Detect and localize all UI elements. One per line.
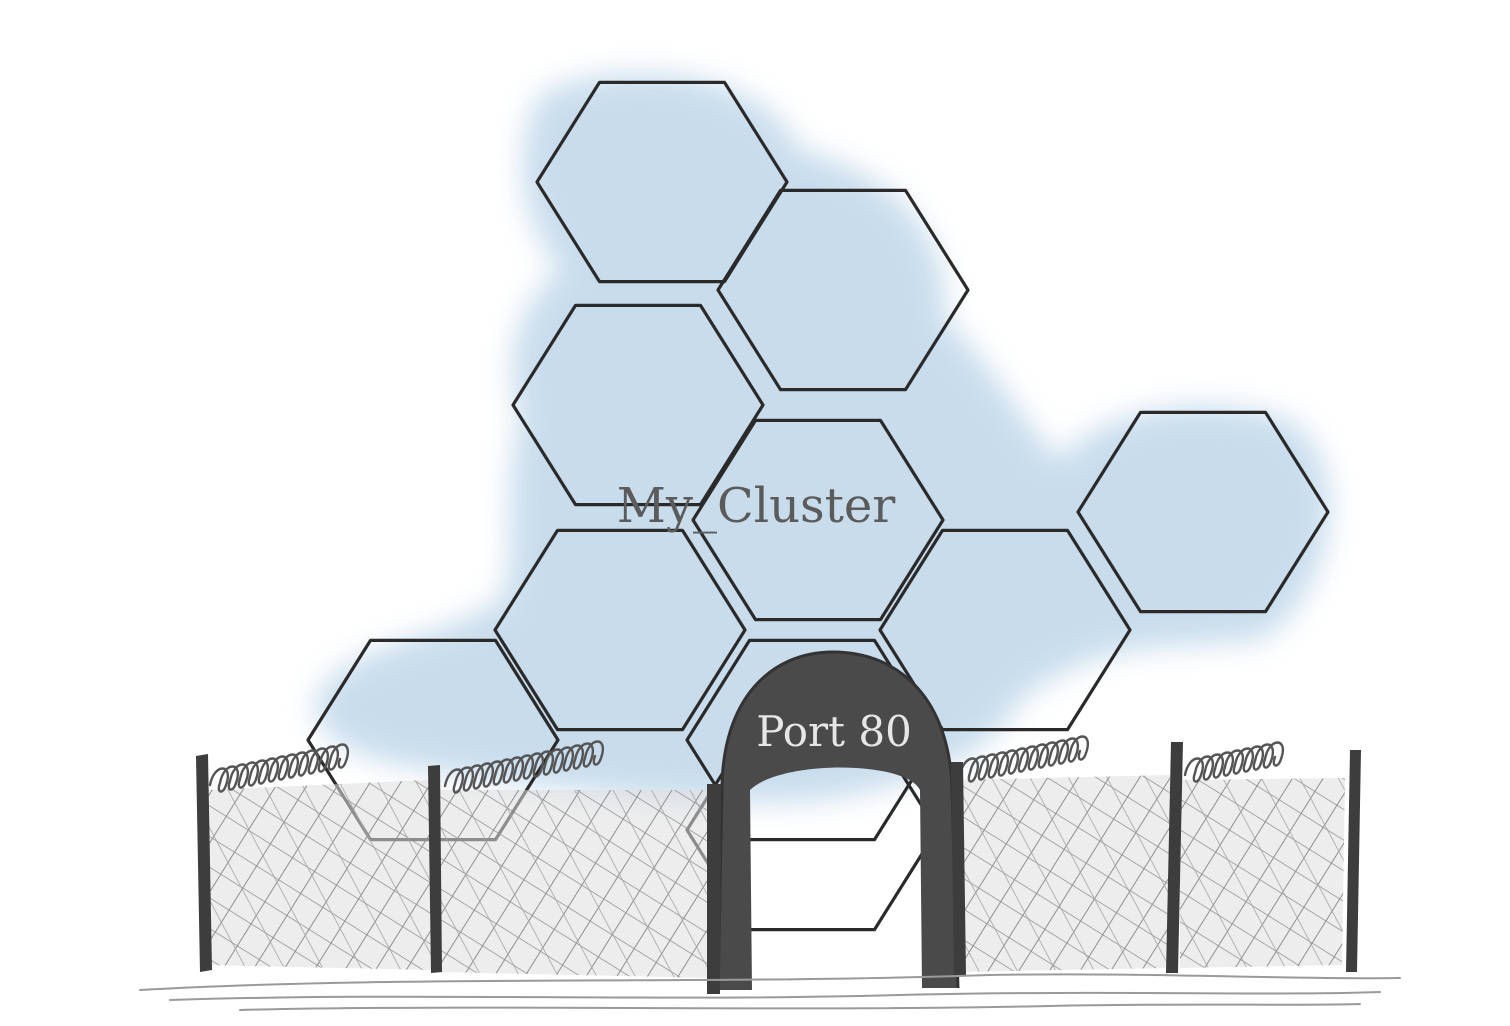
fence-post <box>707 784 721 994</box>
ground <box>140 974 1400 1010</box>
fence-post <box>196 754 212 972</box>
fence-post <box>1346 750 1361 972</box>
gate-arch <box>718 652 958 990</box>
cluster-label: My_Cluster <box>617 478 896 534</box>
gate-label: Port 80 <box>756 707 912 756</box>
wire-coil <box>1185 743 1283 782</box>
